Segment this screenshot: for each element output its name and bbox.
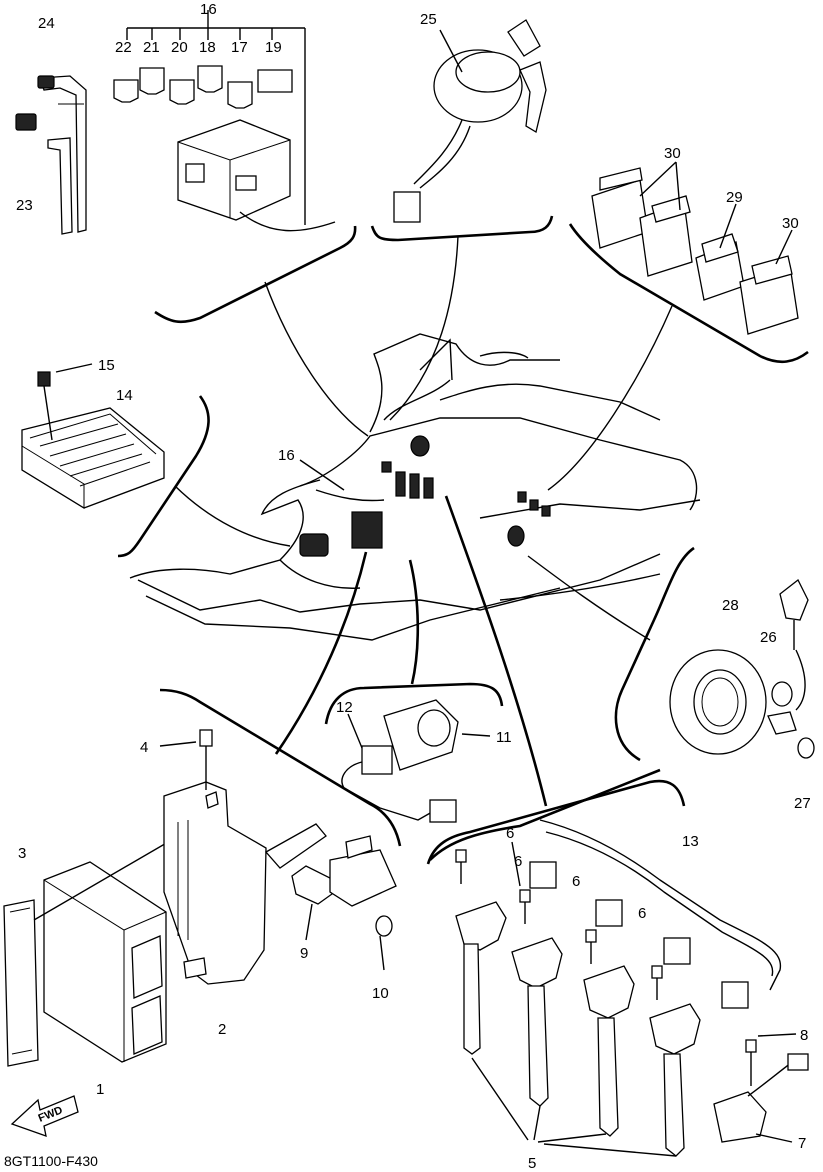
callout-4: 4	[140, 739, 148, 756]
bracket-top-middle	[370, 215, 554, 242]
callout-17: 17	[231, 39, 248, 56]
callout-22: 22	[115, 39, 132, 56]
pickup-coil-group	[669, 579, 815, 759]
diagram-code: 8GT1100-F430	[4, 1153, 98, 1169]
callout-6a: 6	[506, 825, 514, 842]
callout-7: 7	[798, 1135, 806, 1152]
callout-8: 8	[800, 1027, 808, 1044]
callout-27: 27	[794, 795, 811, 812]
bracket-top-right	[568, 223, 809, 364]
bracket-middle	[324, 682, 504, 725]
bracket-right	[614, 546, 695, 762]
fwd-arrow-icon: FWD	[10, 1095, 79, 1137]
callout-26: 26	[760, 629, 777, 646]
relay-group	[591, 161, 799, 335]
callout-5: 5	[528, 1155, 536, 1172]
callout-9: 9	[300, 945, 308, 962]
callout-19: 19	[265, 39, 282, 56]
bracket-lower-right	[426, 779, 686, 865]
bracket-left	[117, 395, 210, 558]
main-switch-group	[393, 19, 547, 223]
callout-6d: 6	[638, 905, 646, 922]
callout-25: 25	[420, 11, 437, 28]
callout-3: 3	[18, 845, 26, 862]
bracket-top-left	[154, 225, 357, 324]
callout-29: 29	[726, 189, 743, 206]
clamp-band-group	[15, 75, 87, 235]
callout-6b: 6	[514, 853, 522, 870]
callout-labels: 1 2 3 4 5 6 6 6 6 7 8 9 10 11 12 13 14 1…	[16, 1, 811, 1172]
callout-30b: 30	[782, 215, 799, 232]
rectifier-regulator-group	[21, 363, 165, 509]
callout-14: 14	[116, 387, 133, 404]
callout-12: 12	[336, 699, 353, 716]
ignition-coil-group	[429, 768, 809, 1157]
callout-6c: 6	[572, 873, 580, 890]
snowmobile-outline	[129, 333, 701, 641]
arrow-ignition-coils	[444, 495, 548, 807]
callout-30a: 30	[664, 145, 681, 162]
callout-24: 24	[38, 15, 55, 32]
callout-13: 13	[682, 833, 699, 850]
callout-11: 11	[496, 729, 512, 746]
cam-sensor-group	[291, 835, 397, 971]
fuse-box-group	[113, 10, 336, 232]
bracket-lower-left	[159, 688, 402, 847]
arrow-ecu	[274, 551, 368, 755]
ecu-group	[3, 729, 327, 1067]
callout-1: 1	[96, 1081, 104, 1098]
arrow-pressure-sensor	[408, 559, 420, 685]
callout-15: 15	[98, 357, 115, 374]
pressure-sensor-group	[341, 699, 491, 823]
callout-2: 2	[218, 1021, 226, 1038]
callout-21: 21	[143, 39, 160, 56]
callout-18: 18	[199, 39, 216, 56]
callout-20: 20	[171, 39, 188, 56]
callout-23: 23	[16, 197, 33, 214]
callout-16-mid: 16	[278, 447, 295, 464]
callout-16-top: 16	[200, 1, 217, 18]
callout-10: 10	[372, 985, 389, 1002]
callout-28: 28	[722, 597, 739, 614]
